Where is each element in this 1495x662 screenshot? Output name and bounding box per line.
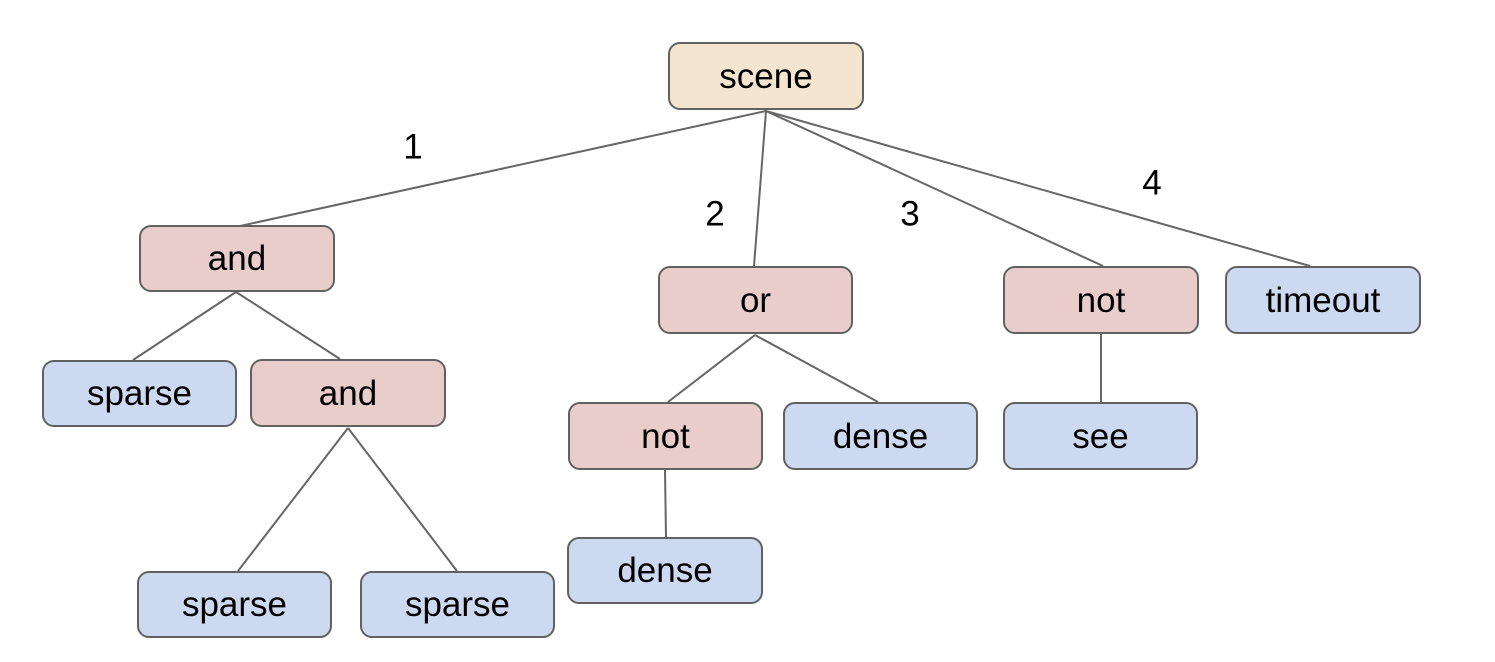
node-sparse-2: sparse xyxy=(137,571,332,638)
edge-scene-and xyxy=(239,110,767,227)
node-scene: scene xyxy=(668,42,864,110)
edge-or-dense xyxy=(754,334,879,403)
edge-label-1: 1 xyxy=(403,127,423,167)
edge-label-3: 3 xyxy=(900,194,920,234)
node-or-1: or xyxy=(658,266,853,334)
edge-label-4: 4 xyxy=(1142,163,1162,203)
node-see: see xyxy=(1003,402,1198,470)
edge-label-2: 2 xyxy=(705,194,725,234)
edge-scene-not xyxy=(765,110,1104,267)
node-dense-1: dense xyxy=(783,402,978,470)
edge-or-not xyxy=(667,334,756,403)
node-timeout: timeout xyxy=(1225,266,1421,334)
edge-and-sparse xyxy=(132,291,237,361)
edge-and-and xyxy=(235,291,341,360)
edge-not2-dense2 xyxy=(664,469,667,538)
node-not-1: not xyxy=(1003,266,1199,334)
edge-and2-sparse2 xyxy=(237,427,349,572)
node-sparse-1: sparse xyxy=(42,360,237,427)
node-dense-2: dense xyxy=(567,537,763,604)
node-sparse-3: sparse xyxy=(360,571,555,638)
node-and-2: and xyxy=(250,359,446,427)
edge-and2-sparse3 xyxy=(347,427,458,572)
edge-scene-timeout xyxy=(765,110,1311,267)
node-and-1: and xyxy=(139,225,335,292)
node-not-2: not xyxy=(568,402,763,470)
edge-scene-or xyxy=(753,110,767,267)
